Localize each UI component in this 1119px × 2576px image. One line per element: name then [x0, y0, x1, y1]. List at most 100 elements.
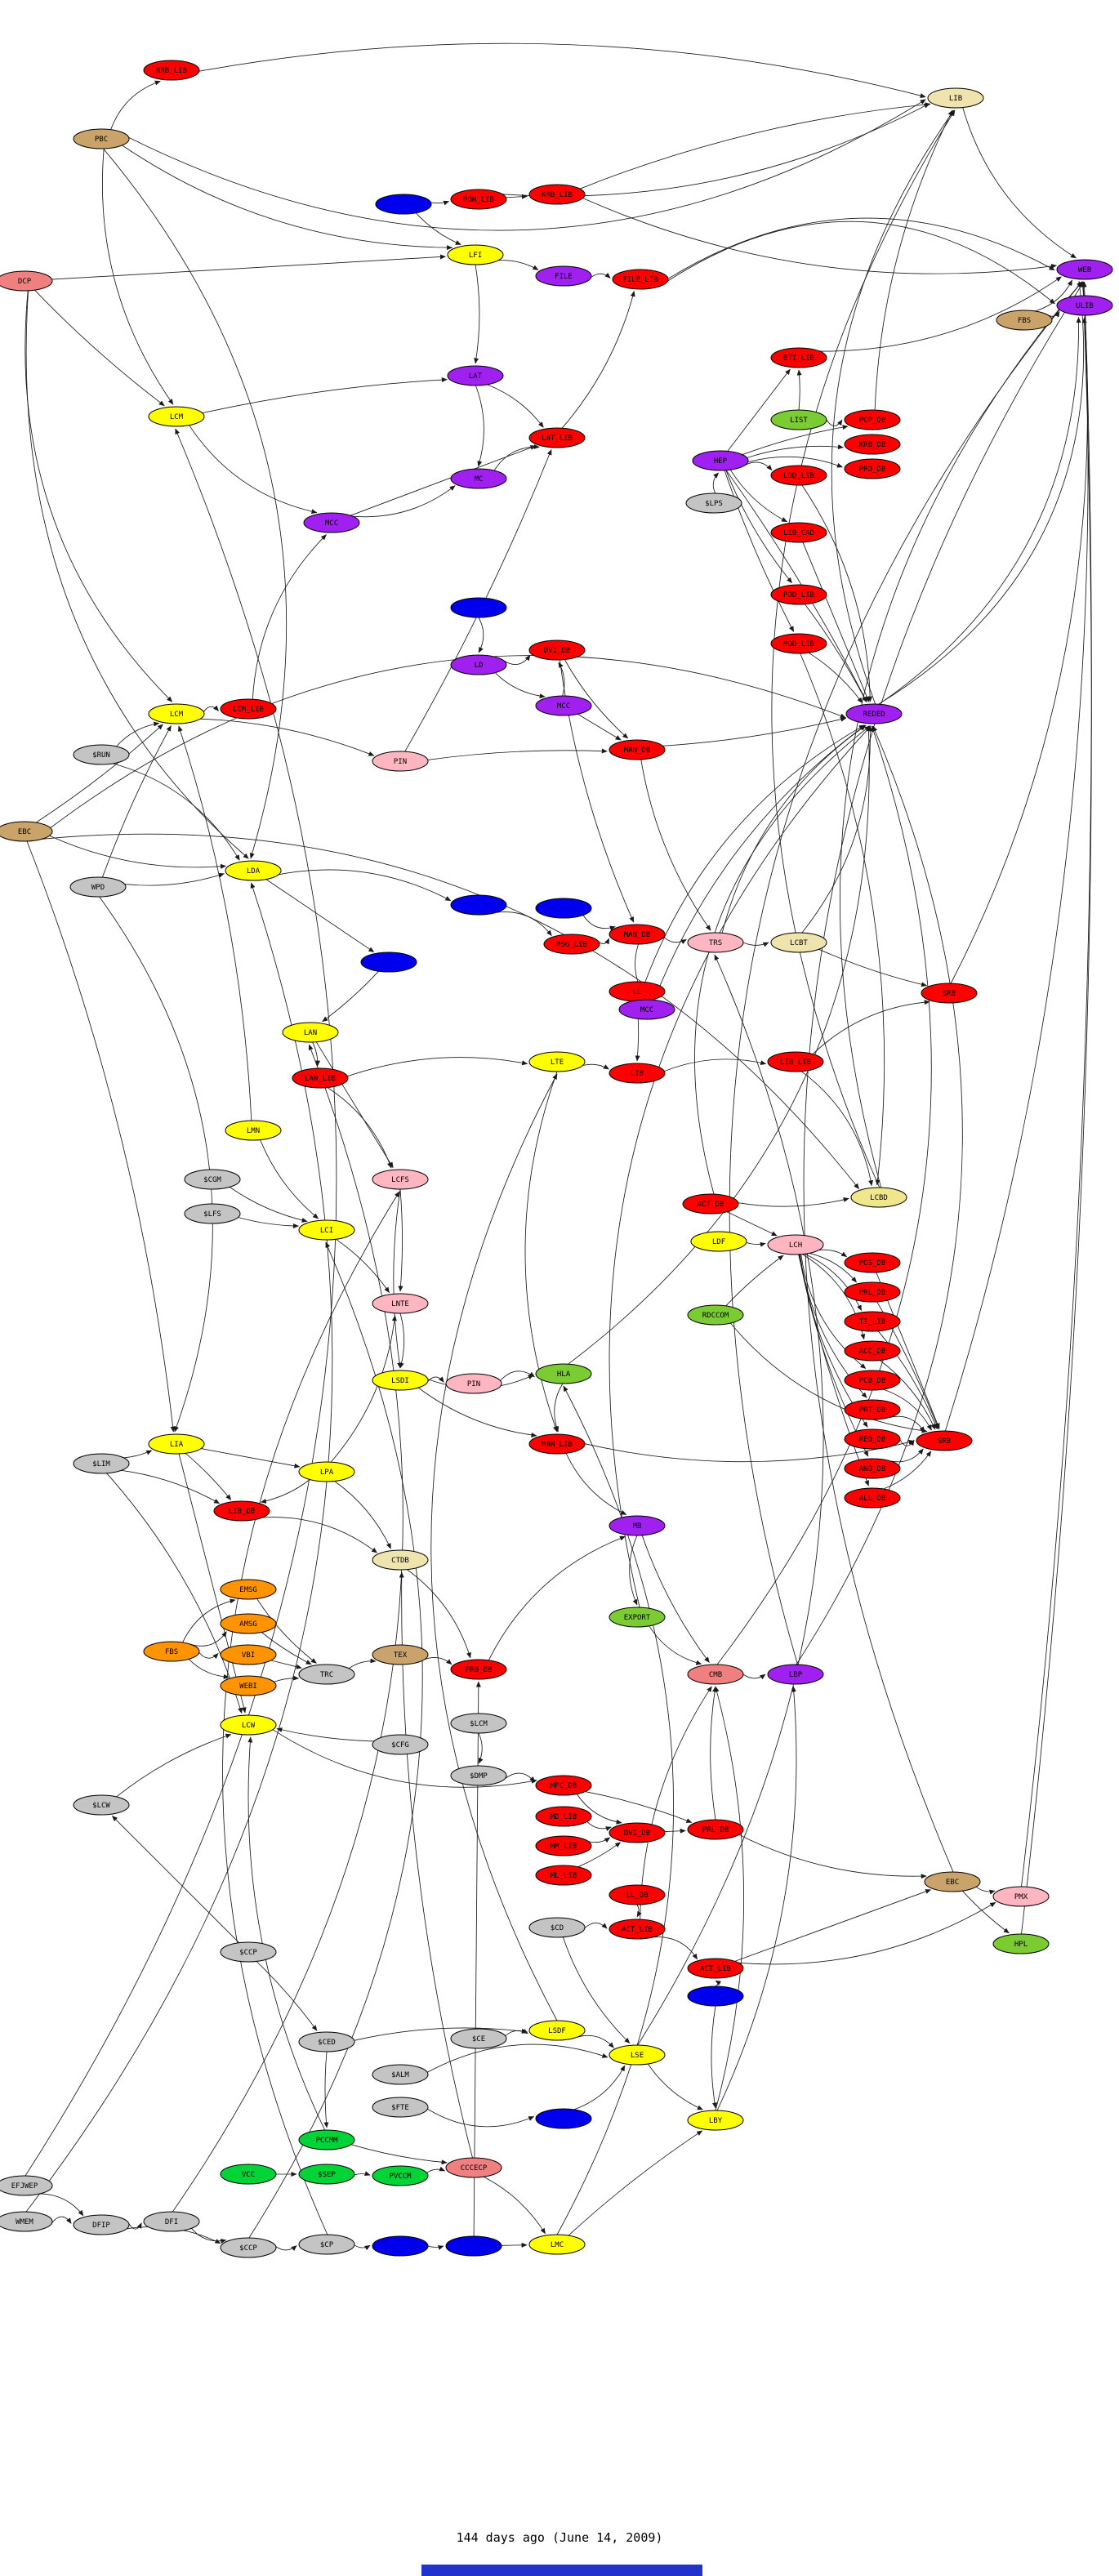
graph-node-lfs[interactable]: $LFS: [184, 1203, 241, 1224]
node-ellipse[interactable]: [609, 1822, 666, 1843]
graph-node-mc1[interactable]: MC: [450, 468, 507, 489]
graph-node-prb_db[interactable]: PRB_DB: [450, 1659, 507, 1680]
graph-node-cgm[interactable]: $CGM: [184, 1169, 241, 1190]
node-ellipse[interactable]: [1056, 295, 1113, 316]
graph-node-lan[interactable]: LAN: [282, 1022, 339, 1043]
node-ellipse[interactable]: [609, 1063, 666, 1084]
graph-node-lcm_g[interactable]: $LCM: [450, 1713, 507, 1734]
graph-node-red_db[interactable]: RED_DB: [844, 1428, 901, 1450]
node-ellipse[interactable]: [298, 2129, 355, 2150]
node-ellipse[interactable]: [770, 522, 827, 543]
graph-node-db6[interactable]: [687, 1985, 744, 2007]
node-ellipse[interactable]: [612, 269, 669, 290]
node-ellipse[interactable]: [184, 1169, 241, 1190]
node-ellipse[interactable]: [303, 512, 360, 533]
graph-node-mcc3[interactable]: MCC: [618, 999, 675, 1020]
node-ellipse[interactable]: [916, 1430, 973, 1451]
graph-node-trs[interactable]: TRS: [687, 932, 744, 953]
graph-node-file[interactable]: FILE: [535, 265, 592, 287]
graph-node-db7[interactable]: [535, 2108, 592, 2129]
node-ellipse[interactable]: [609, 924, 666, 945]
graph-node-vcc[interactable]: VCC: [220, 2164, 277, 2185]
node-ellipse[interactable]: [298, 2031, 355, 2052]
graph-node-lte[interactable]: LTE: [528, 1051, 586, 1072]
timeline-indicator[interactable]: [421, 2565, 702, 2576]
node-ellipse[interactable]: [450, 894, 507, 916]
graph-node-lib_lib[interactable]: LIB_LIB: [767, 1051, 824, 1072]
graph-node-hla[interactable]: HLA: [535, 1363, 592, 1384]
node-ellipse[interactable]: [372, 2064, 429, 2085]
node-ellipse[interactable]: [690, 1231, 747, 1252]
node-ellipse[interactable]: [528, 1917, 586, 1938]
graph-node-wpd[interactable]: WPD: [69, 876, 127, 898]
graph-node-krb_lib2[interactable]: KRB_LIB: [528, 184, 586, 205]
node-ellipse[interactable]: [298, 2234, 355, 2255]
graph-node-lsdf[interactable]: LSDF: [528, 2020, 586, 2041]
node-ellipse[interactable]: [535, 898, 592, 919]
node-ellipse[interactable]: [924, 1871, 981, 1892]
node-ellipse[interactable]: [298, 1664, 355, 1685]
node-ellipse[interactable]: [450, 2028, 507, 2049]
graph-node-mcc1[interactable]: MCC: [303, 512, 360, 533]
node-ellipse[interactable]: [767, 1664, 824, 1685]
node-ellipse[interactable]: [220, 1613, 277, 1634]
node-ellipse[interactable]: [992, 1933, 1050, 1954]
node-ellipse[interactable]: [609, 1515, 666, 1536]
node-ellipse[interactable]: [220, 1941, 277, 1963]
graph-node-cp[interactable]: $CP: [298, 2234, 355, 2255]
node-ellipse[interactable]: [372, 1549, 429, 1571]
graph-node-ce[interactable]: $CE: [450, 2028, 507, 2049]
graph-node-dfi[interactable]: DFI: [143, 2211, 200, 2232]
graph-node-lib2[interactable]: LIB: [609, 1063, 666, 1084]
graph-node-pop_db[interactable]: POP_DB: [844, 409, 901, 430]
graph-node-lmc[interactable]: LMC: [528, 2234, 586, 2255]
graph-node-ll1[interactable]: LL: [609, 981, 666, 1002]
graph-node-lch[interactable]: LCH: [767, 1234, 824, 1255]
graph-node-efjwep[interactable]: EFJWEP: [0, 2175, 53, 2196]
graph-node-lcm1[interactable]: LCM: [148, 406, 205, 427]
node-ellipse[interactable]: [767, 1234, 824, 1255]
graph-node-krb_db[interactable]: KRB_DB: [844, 434, 901, 455]
graph-node-cfg[interactable]: $CFG: [372, 1734, 429, 1755]
graph-node-lby[interactable]: LBY: [687, 2110, 744, 2131]
node-ellipse[interactable]: [609, 1607, 666, 1628]
node-ellipse[interactable]: [148, 406, 205, 427]
graph-node-ll_db[interactable]: LL_DB: [609, 1884, 666, 1905]
graph-node-lnte[interactable]: LNTE: [372, 1293, 429, 1314]
graph-node-dcp[interactable]: DCP: [0, 270, 53, 292]
graph-node-ulib[interactable]: ULIB: [1056, 295, 1113, 316]
graph-node-pcb_db[interactable]: PCB_DB: [844, 1370, 901, 1391]
node-ellipse[interactable]: [687, 1985, 744, 2007]
graph-node-db5[interactable]: [360, 952, 417, 973]
node-ellipse[interactable]: [220, 1644, 277, 1665]
node-ellipse[interactable]: [844, 1370, 901, 1391]
node-ellipse[interactable]: [528, 184, 586, 205]
graph-node-lim[interactable]: $LIM: [73, 1453, 130, 1474]
node-ellipse[interactable]: [372, 1644, 429, 1665]
graph-node-pin2[interactable]: PIN: [445, 1373, 502, 1394]
graph-node-ebc1[interactable]: EBC: [0, 821, 53, 842]
node-ellipse[interactable]: [770, 932, 827, 953]
node-ellipse[interactable]: [528, 2020, 586, 2041]
graph-node-krb_lib1[interactable]: KRB_LIB: [143, 60, 200, 81]
graph-node-amsg[interactable]: AMSG: [220, 1613, 277, 1634]
graph-node-lcfs[interactable]: LCFS: [372, 1169, 429, 1190]
graph-node-lat[interactable]: LAT: [447, 365, 504, 386]
node-ellipse[interactable]: [73, 1453, 130, 1474]
node-ellipse[interactable]: [609, 1919, 666, 1940]
graph-node-reded[interactable]: REDED: [845, 703, 903, 724]
graph-node-mod_lib[interactable]: MOD_LIB: [770, 633, 827, 654]
node-ellipse[interactable]: [844, 1487, 901, 1509]
graph-node-tex[interactable]: TEX: [372, 1644, 429, 1665]
graph-node-man_lib[interactable]: MAN_LIB: [528, 1433, 586, 1455]
graph-node-cmb[interactable]: CMB: [687, 1664, 744, 1685]
graph-node-mon_lib[interactable]: MON_LIB: [450, 189, 507, 210]
graph-node-ccp2[interactable]: $CCP: [220, 2237, 277, 2258]
node-ellipse[interactable]: [921, 983, 978, 1004]
node-ellipse[interactable]: [682, 1193, 739, 1214]
graph-node-wmem[interactable]: WMEM: [0, 2211, 53, 2232]
graph-node-cd[interactable]: $CD: [528, 1917, 586, 1938]
node-ellipse[interactable]: [850, 1187, 907, 1208]
node-ellipse[interactable]: [685, 492, 742, 514]
node-ellipse[interactable]: [450, 1765, 507, 1786]
